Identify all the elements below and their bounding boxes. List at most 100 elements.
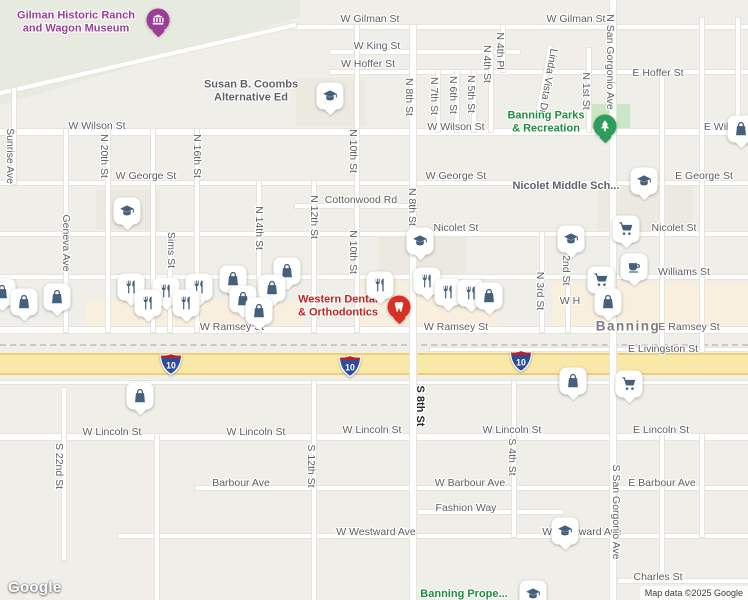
road-charles-st — [618, 579, 748, 583]
school-marker[interactable] — [519, 580, 547, 600]
western-dental-label[interactable]: Western Dental& Orthodontics — [297, 293, 379, 319]
street-label: W Hoffer St — [340, 58, 396, 70]
street-label: W Ramsey St — [199, 321, 265, 333]
park-marker[interactable] — [593, 114, 617, 143]
shopping-bag-icon — [267, 280, 277, 295]
dental-marker[interactable] — [387, 295, 411, 324]
street-label: N 12th St — [308, 195, 320, 239]
restaurant-marker[interactable] — [434, 278, 462, 311]
road-n-3rd-st — [540, 232, 544, 332]
cafe-marker[interactable] — [620, 253, 648, 286]
road-n-6th-st — [455, 70, 459, 132]
shopping-cart-marker[interactable] — [615, 370, 643, 403]
road-east-1 — [660, 70, 664, 352]
street-label: Nicolet St — [651, 222, 697, 234]
street-label: N 4th Pl — [494, 32, 506, 70]
street-label: W Ramsey St — [423, 321, 489, 333]
shopping-bag-icon — [736, 121, 746, 136]
shopping-bag-marker[interactable] — [594, 288, 622, 321]
street-label: N 7th St — [428, 77, 440, 115]
shopping-cart-marker[interactable] — [612, 215, 640, 248]
street-label: W George St — [425, 170, 487, 182]
shopping-bag-marker[interactable] — [10, 288, 38, 321]
city-label-banning[interactable]: Banning — [595, 318, 661, 334]
road-e-livingston-st — [430, 348, 748, 351]
road-n-4th-st — [489, 48, 493, 132]
marker-tail — [323, 102, 337, 115]
street-label: N 6th St — [447, 76, 459, 114]
road-s-22nd-st — [62, 388, 66, 560]
shopping-bag-marker[interactable] — [475, 282, 503, 315]
marker-tail — [564, 245, 578, 258]
school-icon — [558, 525, 572, 536]
school-marker[interactable] — [557, 225, 585, 258]
street-label: E Barbour Ave — [628, 477, 696, 489]
road-ramsey-st — [0, 327, 748, 333]
nicolet-middle-school-label[interactable]: Nicolet Middle Sch... — [512, 179, 620, 192]
marker-tail — [558, 537, 572, 550]
shopping-bag-icon — [19, 294, 29, 309]
shopping-bag-icon — [282, 263, 292, 278]
shopping-bag-marker[interactable] — [273, 257, 301, 290]
marker-tail — [120, 217, 134, 230]
museum-icon — [152, 14, 164, 25]
restaurant-icon — [375, 278, 384, 292]
school-marker[interactable] — [551, 517, 579, 550]
restaurant-marker[interactable] — [366, 271, 394, 304]
shopping-bag-marker[interactable] — [727, 115, 748, 148]
banning-parks-recreation-label[interactable]: Banning Parks& Recreation — [507, 109, 585, 135]
shopping-bag-icon — [228, 271, 238, 286]
road-hoffer-st — [330, 70, 748, 74]
restaurant-marker[interactable] — [134, 289, 162, 322]
museum-marker[interactable] — [146, 8, 170, 37]
road-n-20th-st — [106, 129, 110, 332]
road-east-1-south — [660, 434, 664, 580]
road-n-14th-st — [257, 181, 261, 332]
street-label: Nicolet St — [433, 222, 479, 234]
road-n-10th-st — [355, 25, 359, 332]
school-icon — [637, 175, 651, 186]
street-label: Charles St — [633, 571, 683, 583]
commercial-area — [552, 282, 748, 328]
street-label: E Lincoln St — [632, 424, 690, 436]
marker-tail — [734, 135, 748, 148]
road-n-16th-st — [195, 129, 199, 332]
restaurant-icon — [443, 285, 452, 299]
road-n-18th-st — [151, 129, 155, 332]
street-label: W Lincoln St — [482, 424, 542, 436]
shopping-bag-marker[interactable] — [245, 297, 273, 330]
street-label: W Barbour Ave — [434, 477, 506, 489]
street-label: W Lincoln St — [82, 426, 142, 438]
marker-tail — [159, 297, 173, 310]
street-label: N 10th St — [347, 129, 359, 173]
street-label: N 10th St — [347, 230, 359, 274]
road-8th-st — [410, 25, 416, 600]
road-n-5th-st — [472, 70, 476, 132]
shopping-bag-icon — [568, 373, 578, 388]
school-marker[interactable] — [113, 197, 141, 230]
banning-prope-label[interactable]: Banning Prope... — [420, 587, 508, 600]
road-n-7th-st — [436, 70, 440, 132]
road-east-2 — [700, 18, 704, 352]
street-label: E Hoffer St — [632, 67, 684, 79]
google-logo[interactable]: Google — [8, 579, 62, 596]
shopping-bag-icon — [0, 284, 7, 299]
school-marker[interactable] — [316, 82, 344, 115]
shopping-bag-marker[interactable] — [43, 283, 71, 316]
restaurant-marker[interactable] — [172, 289, 200, 322]
street-label: W Wilson St — [68, 120, 126, 132]
street-label: N 16th St — [191, 134, 203, 178]
shopping-bag-marker[interactable] — [559, 367, 587, 400]
marker-tail — [622, 390, 636, 403]
shopping-bag-marker[interactable] — [258, 274, 286, 307]
marker-tail — [637, 187, 651, 200]
street-label: S 8th St — [414, 385, 426, 427]
school-marker[interactable] — [406, 227, 434, 260]
marker-tail — [619, 235, 633, 248]
dental-icon — [394, 301, 404, 312]
shopping-bag-marker[interactable] — [126, 382, 154, 415]
school-marker[interactable] — [630, 167, 658, 200]
